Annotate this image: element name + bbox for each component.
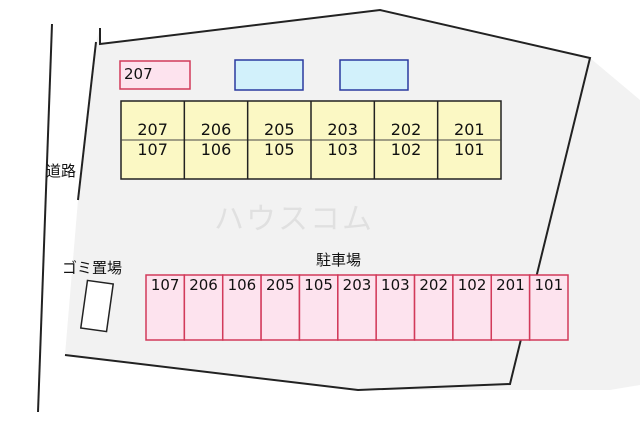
parking-space xyxy=(375,274,416,341)
parking-space xyxy=(298,274,339,341)
extra-space-label: 207 xyxy=(124,65,153,83)
unit-label-lower: 106 xyxy=(200,140,232,159)
parking-space-label: 205 xyxy=(265,276,295,294)
unit-label-upper: 207 xyxy=(137,120,168,139)
unit-label-upper: 201 xyxy=(454,120,485,139)
parking-space-label: 102 xyxy=(457,276,487,294)
unit-label-lower: 103 xyxy=(327,140,358,159)
lot-left-boundary xyxy=(77,41,97,201)
watermark: ハウスコム xyxy=(214,202,374,237)
road-edge-line xyxy=(37,23,53,413)
garbage-area-box xyxy=(79,279,115,333)
parking-space-label: 203 xyxy=(342,276,372,294)
parking-space-label: 103 xyxy=(381,276,410,294)
parking-space-extra xyxy=(119,60,191,90)
unit-label-lower: 101 xyxy=(454,140,485,159)
parking-row xyxy=(145,274,569,341)
parking-space-label: 101 xyxy=(534,276,564,294)
unit-label-lower: 102 xyxy=(390,140,422,159)
parking-space-label: 105 xyxy=(304,276,333,294)
road-label: 道路 xyxy=(46,162,77,180)
parking-space-label: 106 xyxy=(227,276,257,294)
unit-label-upper: 203 xyxy=(327,120,358,139)
blue-space-1 xyxy=(234,59,304,91)
unit-label-upper: 206 xyxy=(200,120,232,139)
parking-space xyxy=(528,274,569,341)
parking-space xyxy=(490,274,531,341)
parking-space xyxy=(221,274,262,341)
unit-label-upper: 202 xyxy=(390,120,422,139)
parking-space-label: 202 xyxy=(419,276,449,294)
blue-space-2 xyxy=(339,59,409,91)
garbage-area-label: ゴミ置場 xyxy=(62,259,123,277)
parking-space xyxy=(452,274,493,341)
unit-label-lower: 107 xyxy=(137,140,168,159)
parking-space-label: 107 xyxy=(150,276,180,294)
building-block xyxy=(120,100,502,180)
lot-boundary xyxy=(64,8,592,392)
parking-space-label: 201 xyxy=(496,276,525,294)
unit-label-lower: 105 xyxy=(264,140,295,159)
parking-space-label: 206 xyxy=(189,276,218,294)
unit-label-upper: 205 xyxy=(264,120,295,139)
parking-space xyxy=(145,274,186,341)
parking-label: 駐車場 xyxy=(316,251,362,269)
